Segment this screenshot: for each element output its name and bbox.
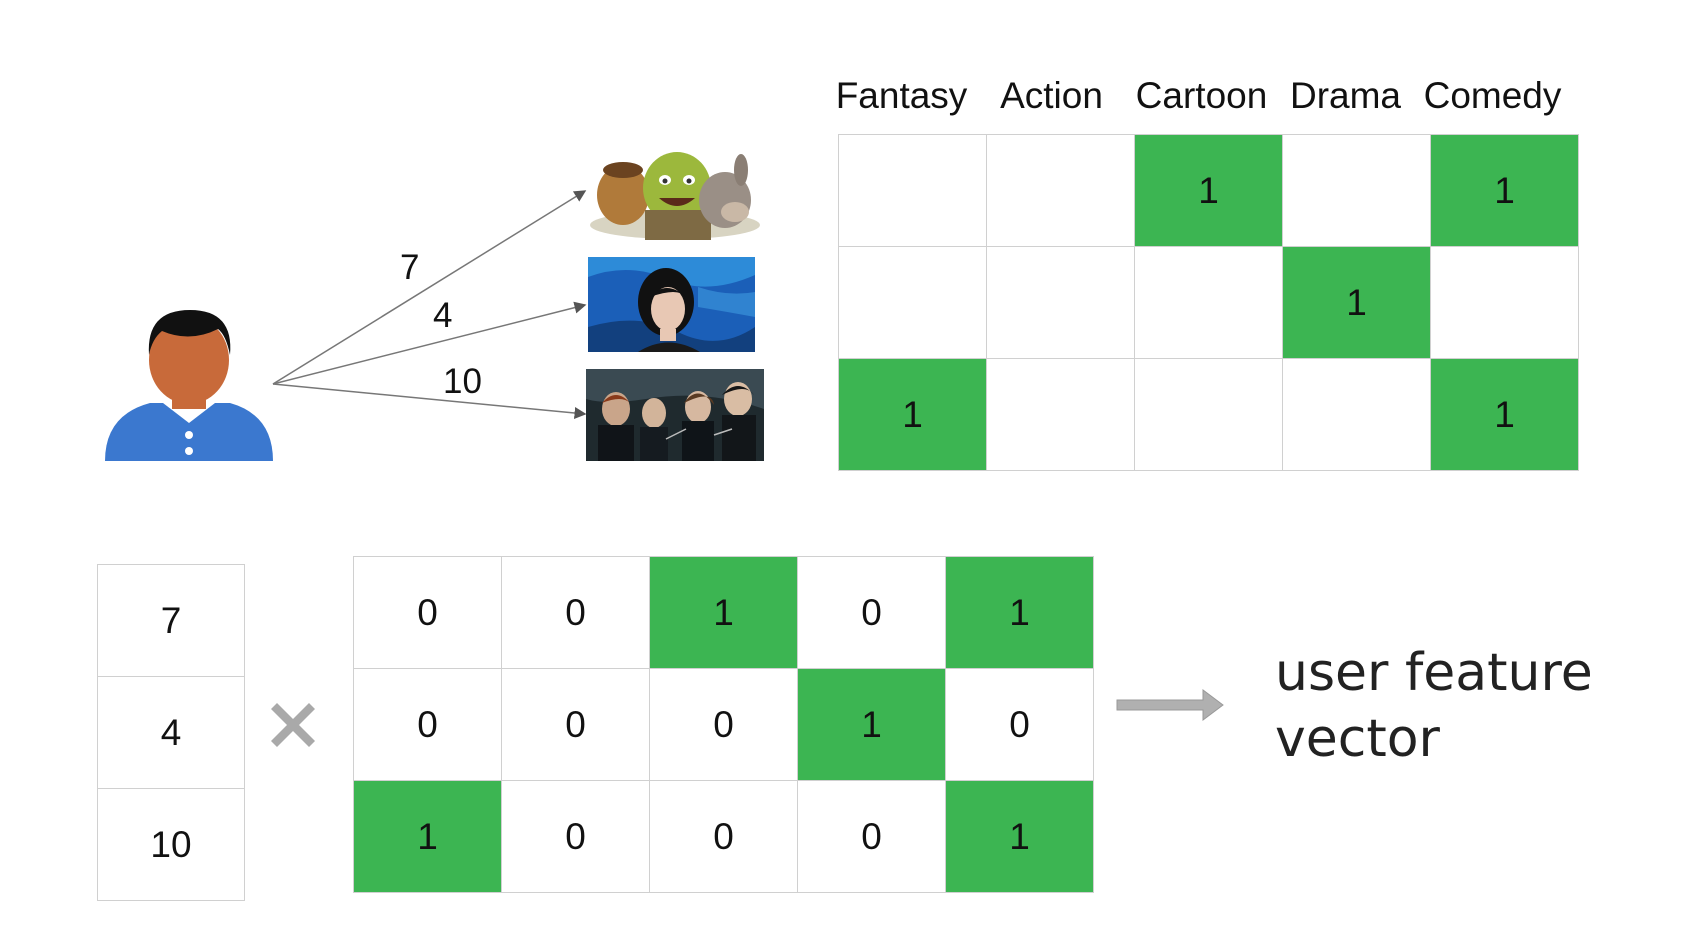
genre-label-action: Action xyxy=(1000,75,1103,116)
rating-vector: 7 4 10 xyxy=(97,564,245,901)
multiply-icon xyxy=(271,703,315,747)
vector-row: 4 xyxy=(97,676,245,789)
matrix-cell-highlighted: 1 xyxy=(353,780,502,893)
movie-poster-1 xyxy=(590,152,760,240)
matrix-cell: 0 xyxy=(649,780,798,893)
matrix-cell-highlighted: 1 xyxy=(1134,134,1283,247)
rating-label-movie-2: 4 xyxy=(433,296,453,335)
vector-row: 7 xyxy=(97,564,245,677)
matrix-row: 1 xyxy=(838,246,1579,359)
matrix-cell-highlighted: 1 xyxy=(649,556,798,669)
matrix-cell xyxy=(1430,246,1579,359)
matrix-cell: 0 xyxy=(945,668,1094,781)
matrix-row: 0 0 1 0 1 xyxy=(353,556,1094,669)
matrix-row: 1 0 0 0 1 xyxy=(353,780,1094,893)
matrix-cell: 0 xyxy=(353,668,502,781)
matrix-cell: 0 xyxy=(353,556,502,669)
matrix-cell-highlighted: 1 xyxy=(1282,246,1431,359)
binary-item-genre-matrix: 0 0 1 0 1 0 0 0 1 0 1 0 0 0 1 xyxy=(353,556,1094,893)
movie-poster-2 xyxy=(588,257,755,352)
matrix-cell: 0 xyxy=(501,556,650,669)
item-genre-matrix: 1 1 1 1 1 xyxy=(838,134,1579,471)
matrix-row: 0 0 0 1 0 xyxy=(353,668,1094,781)
matrix-row: 1 1 xyxy=(838,358,1579,471)
movie-poster-3 xyxy=(586,369,764,461)
matrix-cell-highlighted: 1 xyxy=(945,556,1094,669)
arrow-to-movie-1 xyxy=(272,190,587,385)
genre-label-comedy: Comedy xyxy=(1423,75,1562,116)
result-line-2: vector xyxy=(1275,709,1440,769)
vector-cell: 10 xyxy=(97,788,245,901)
matrix-cell: 0 xyxy=(649,668,798,781)
matrix-cell xyxy=(1282,358,1431,471)
matrix-cell-highlighted: 1 xyxy=(838,358,987,471)
matrix-cell xyxy=(838,134,987,247)
vector-row: 10 xyxy=(97,788,245,901)
matrix-cell xyxy=(1134,246,1283,359)
matrix-cell: 0 xyxy=(797,556,946,669)
matrix-cell: 0 xyxy=(501,780,650,893)
genre-label-cartoon: Cartoon xyxy=(1135,75,1268,116)
matrix-cell xyxy=(838,246,987,359)
user-icon xyxy=(105,310,273,461)
genre-label-fantasy: Fantasy xyxy=(835,75,968,116)
rating-label-movie-1: 7 xyxy=(400,248,420,287)
matrix-cell-highlighted: 1 xyxy=(1430,358,1579,471)
matrix-cell xyxy=(986,134,1135,247)
result-arrow-icon xyxy=(1116,689,1224,721)
arrow-to-movie-2 xyxy=(272,301,587,385)
matrix-cell: 0 xyxy=(501,668,650,781)
matrix-cell: 0 xyxy=(797,780,946,893)
matrix-cell-highlighted: 1 xyxy=(1430,134,1579,247)
matrix-cell xyxy=(986,246,1135,359)
matrix-cell xyxy=(1134,358,1283,471)
vector-cell: 4 xyxy=(97,676,245,789)
vector-cell: 7 xyxy=(97,564,245,677)
rating-label-movie-3: 10 xyxy=(443,362,482,401)
matrix-cell xyxy=(986,358,1135,471)
arrow-to-movie-3 xyxy=(272,383,587,419)
matrix-cell-highlighted: 1 xyxy=(945,780,1094,893)
genre-label-drama: Drama xyxy=(1289,75,1402,116)
result-line-1: user feature xyxy=(1275,643,1593,703)
matrix-cell-highlighted: 1 xyxy=(797,668,946,781)
matrix-cell xyxy=(1282,134,1431,247)
user-feature-vector-label: user feature vector xyxy=(1275,640,1593,772)
matrix-row: 1 1 xyxy=(838,134,1579,247)
